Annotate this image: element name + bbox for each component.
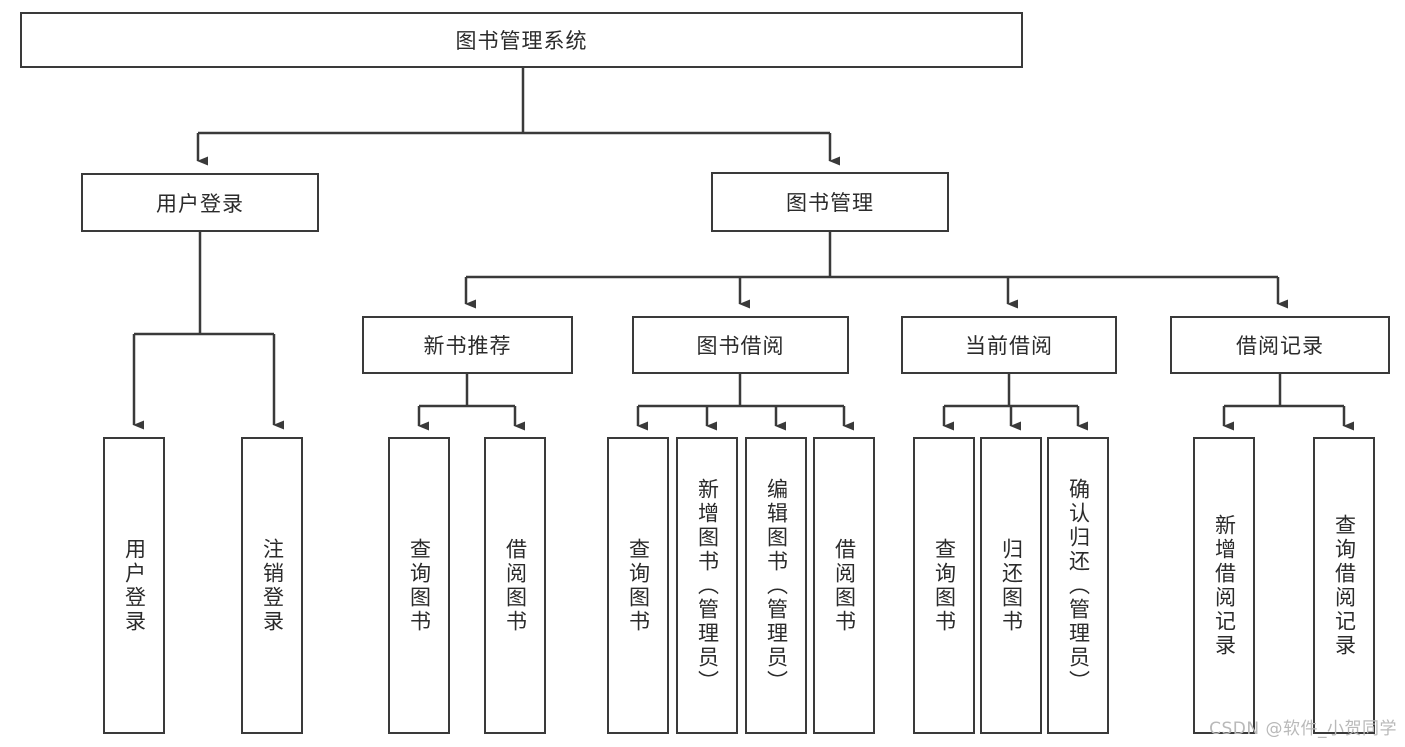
leaf-return-book[interactable]: 归还图书 (980, 437, 1042, 734)
node-root-label: 图书管理系统 (455, 29, 588, 53)
leaf-add-borrow-record-label: 新增借阅记录 (1212, 513, 1237, 658)
node-user-login[interactable]: 用户登录 (81, 173, 319, 232)
node-borrow-record-label: 借阅记录 (1236, 334, 1324, 358)
leaf-borrow-book-recommend-label: 借阅图书 (503, 537, 528, 634)
node-current-borrow[interactable]: 当前借阅 (901, 316, 1117, 374)
leaf-user-login[interactable]: 用户登录 (103, 437, 165, 734)
node-new-book-recommend[interactable]: 新书推荐 (362, 316, 573, 374)
leaf-query-book-recommend-label: 查询图书 (407, 537, 432, 634)
leaf-logout-label: 注销登录 (260, 537, 285, 634)
leaf-edit-book-admin-label: 编辑图书（管理员） (764, 477, 789, 694)
node-book-borrow-label: 图书借阅 (696, 334, 785, 358)
leaf-return-book-label: 归还图书 (999, 537, 1024, 634)
leaf-add-borrow-record[interactable]: 新增借阅记录 (1193, 437, 1255, 734)
leaf-query-borrow-record[interactable]: 查询借阅记录 (1313, 437, 1375, 734)
node-current-borrow-label: 当前借阅 (965, 334, 1053, 358)
node-book-borrow[interactable]: 图书借阅 (632, 316, 849, 374)
leaf-add-book-admin[interactable]: 新增图书（管理员） (676, 437, 738, 734)
leaf-confirm-return-admin[interactable]: 确认归还（管理员） (1047, 437, 1109, 734)
leaf-query-book-borrow-label: 查询图书 (626, 537, 651, 634)
leaf-logout[interactable]: 注销登录 (241, 437, 303, 734)
leaf-add-book-admin-label: 新增图书（管理员） (695, 477, 720, 694)
watermark: CSDN @软件_小贺同学 (1209, 719, 1397, 739)
leaf-edit-book-admin[interactable]: 编辑图书（管理员） (745, 437, 807, 734)
leaf-confirm-return-admin-label: 确认归还（管理员） (1066, 477, 1091, 694)
node-book-management-label: 图书管理 (786, 191, 874, 215)
leaf-query-book-recommend[interactable]: 查询图书 (388, 437, 450, 734)
node-user-login-label: 用户登录 (156, 191, 244, 216)
leaf-query-book-current[interactable]: 查询图书 (913, 437, 975, 734)
node-book-management[interactable]: 图书管理 (711, 172, 949, 232)
leaf-borrow-book-recommend[interactable]: 借阅图书 (484, 437, 546, 734)
leaf-borrow-book[interactable]: 借阅图书 (813, 437, 875, 734)
node-borrow-record[interactable]: 借阅记录 (1170, 316, 1390, 374)
leaf-query-borrow-record-label: 查询借阅记录 (1332, 513, 1357, 658)
leaf-query-book-current-label: 查询图书 (932, 537, 957, 634)
leaf-query-book-borrow[interactable]: 查询图书 (607, 437, 669, 734)
leaf-borrow-book-label: 借阅图书 (832, 537, 857, 634)
node-new-book-recommend-label: 新书推荐 (423, 334, 512, 358)
node-root[interactable]: 图书管理系统 (20, 12, 1023, 68)
leaf-user-login-label: 用户登录 (122, 537, 147, 634)
